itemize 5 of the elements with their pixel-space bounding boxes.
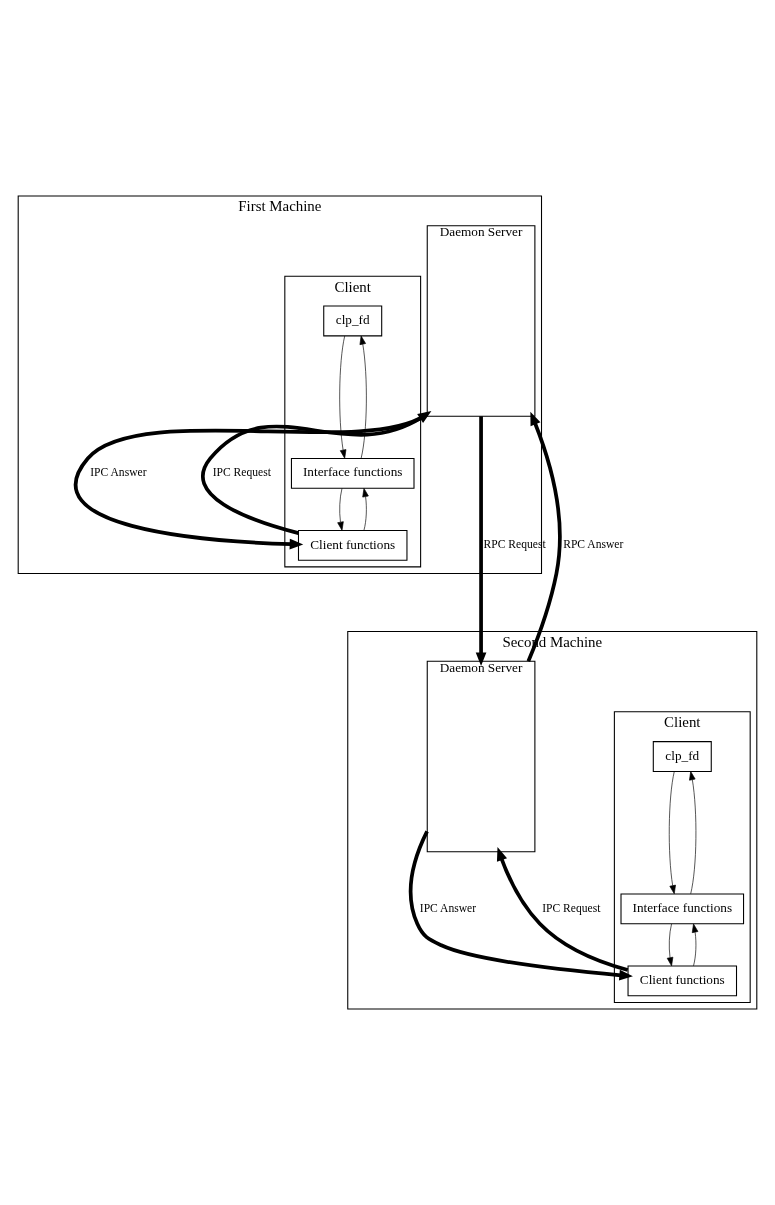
edge-label: IPC Answer	[419, 901, 477, 915]
edge-label: RPC Answer	[563, 538, 624, 552]
edge-label: IPC Answer	[90, 466, 147, 480]
edge-label: IPC Request	[212, 466, 271, 480]
edge-label: IPC Request	[542, 901, 601, 915]
